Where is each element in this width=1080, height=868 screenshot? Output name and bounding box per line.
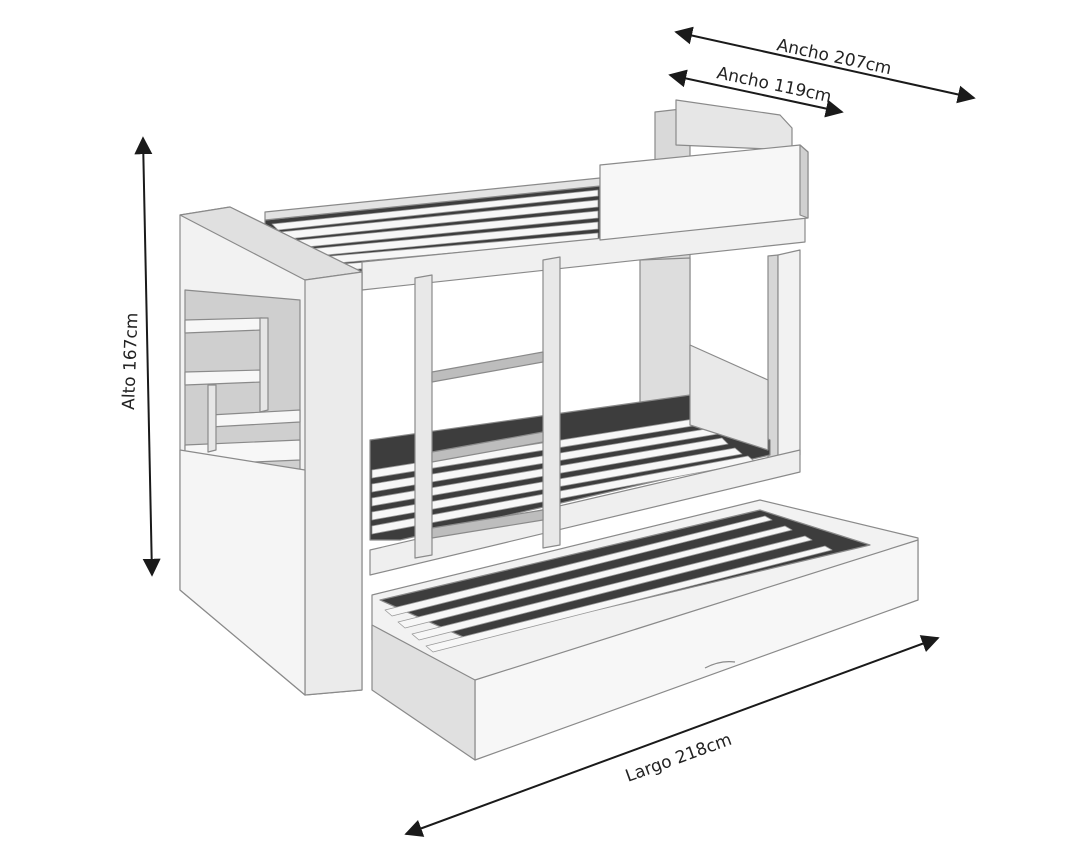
arrow-width-inner [668,69,844,118]
label-width-outer: Ancho 207cm [775,35,893,79]
ladder [414,256,561,559]
bunk-bed-illustration [179,99,919,761]
arrow-length [404,635,940,837]
label-length: Largo 218cm [623,730,735,787]
right-post [767,249,801,463]
label-height: Alto 167cm [119,312,142,410]
arrow-height [134,136,161,577]
storage-tower [179,206,363,696]
dimension-height: Alto 167cm [119,136,161,577]
upper-front-rail [361,144,809,291]
arrow-width-outer [674,26,976,104]
label-width-inner: Ancho 119cm [715,63,833,107]
